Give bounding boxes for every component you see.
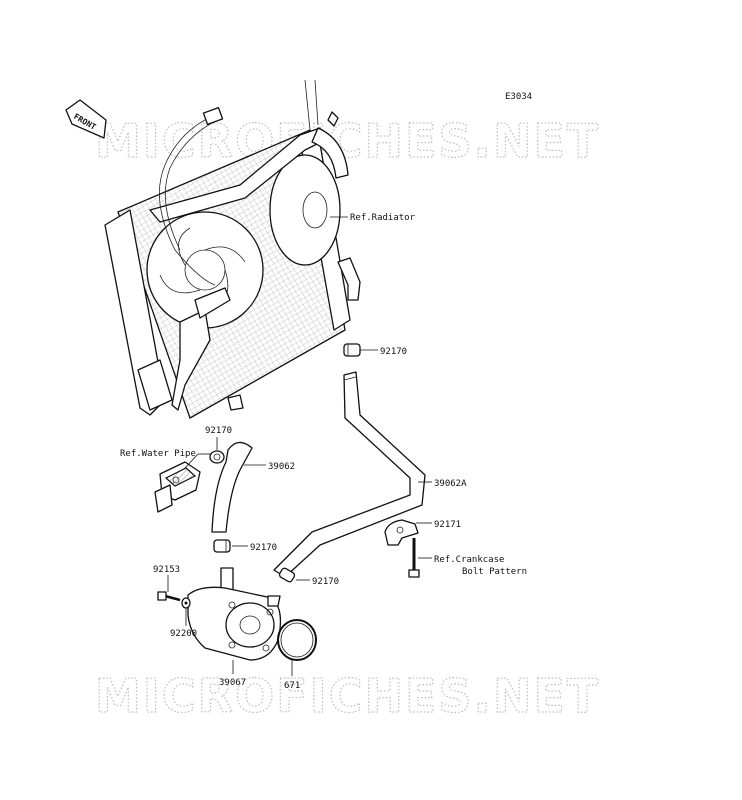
clamp-lower-right (278, 567, 296, 583)
clamp-upper (343, 343, 361, 357)
bracket (384, 519, 419, 546)
ref-radiator-label: Ref.Radiator (350, 213, 416, 223)
front-arrow-icon: FRONT (65, 99, 107, 139)
part-number-oil-cooler: 39067 (219, 678, 246, 688)
part-number-clamp-lower-left: 92170 (250, 543, 277, 553)
part-number-clamp-lower-right: 92170 (312, 577, 339, 587)
part-number-washer: 92200 (170, 629, 197, 639)
washer (181, 597, 191, 609)
hose-long (273, 371, 426, 578)
clamp-water-pipe (209, 450, 225, 464)
part-number-hose-short: 39062 (268, 462, 295, 472)
radiator-assembly (104, 79, 361, 419)
crankcase-bolt (408, 538, 420, 578)
ref-crankcase-label: Ref.Crankcase (434, 555, 504, 565)
ref-water-pipe-label: Ref.Water Pipe (120, 449, 196, 459)
oil-cooler (187, 567, 282, 661)
watermark-bottom: MICROFICHES.NET (95, 669, 600, 723)
watermark-top: MICROFICHES.NET (95, 114, 600, 168)
part-number-bracket: 92171 (434, 520, 461, 530)
part-number-hose-long: 39062A (434, 479, 467, 489)
o-ring (277, 619, 317, 661)
water-pipe-fitting (154, 461, 201, 513)
clamp-lower-left (213, 539, 231, 553)
part-number-clamp-upper: 92170 (380, 347, 407, 357)
part-number-bolt: 92153 (153, 565, 180, 575)
part-number-clamp-water-pipe: 92170 (205, 426, 232, 436)
part-number-o-ring: 671 (284, 681, 300, 691)
bolt (157, 591, 181, 602)
hose-short (211, 441, 253, 533)
diagram-code: E3034 (505, 92, 532, 102)
ref-crankcase-bolt-pattern: Bolt Pattern (462, 567, 527, 577)
